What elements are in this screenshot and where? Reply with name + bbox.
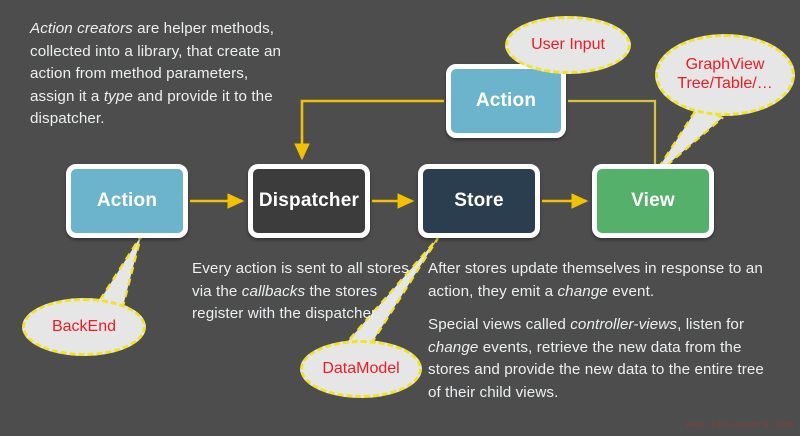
node-action[interactable]: Action (66, 164, 188, 238)
node-action-top[interactable]: Action (446, 64, 566, 138)
line-action-top-to-view (568, 99, 657, 164)
node-dispatcher[interactable]: Dispatcher (248, 164, 370, 238)
watermark: www.taolanwork.com (685, 420, 794, 430)
callout-back-end[interactable]: BackEnd (22, 298, 146, 356)
callout-data-model[interactable]: DataModel (300, 340, 422, 398)
paragraph-controller-views: Special views called controller-views, l… (428, 316, 764, 401)
callout-graph-view[interactable]: GraphView Tree/Table/… (655, 34, 795, 116)
node-store[interactable]: Store (418, 164, 540, 238)
callout-user-input[interactable]: User Input (505, 16, 631, 74)
node-view[interactable]: View (592, 164, 714, 238)
paragraph-dispatcher: Every action is sent to all stores via t… (192, 260, 409, 322)
paragraph-action-creators: Action creators are helper methods, coll… (30, 20, 282, 127)
paragraph-store: After stores update themselves in respon… (428, 260, 763, 300)
arrow-action-top-to-dispatcher (294, 99, 444, 161)
